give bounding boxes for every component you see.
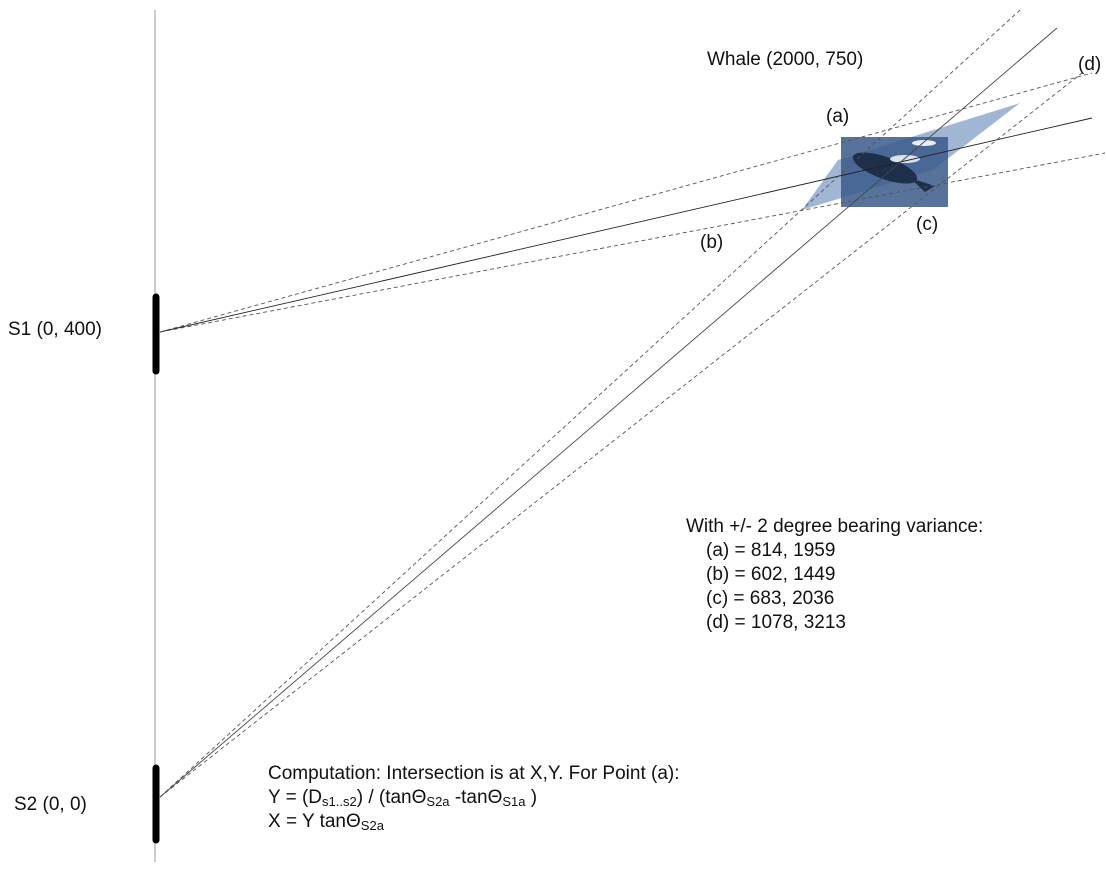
s2-bearing-lower [159, 72, 1083, 798]
formula-y-mid: ) / (tanΘ [356, 787, 427, 808]
whale-image [841, 137, 948, 207]
formula-y-mid2: -tanΘ [449, 787, 503, 808]
formula-sub-s2a: S2a [426, 794, 450, 809]
sensor-s2-label: S2 (0, 0) [14, 794, 87, 815]
s1-bearing-center [159, 117, 1093, 333]
s1-bearing-lower [159, 152, 1106, 333]
variance-block: With +/- 2 degree bearing variance: (a) … [686, 515, 983, 635]
formula-x-prefix: X = Y tanΘ [268, 811, 361, 832]
point-b-label: (b) [700, 232, 724, 253]
s2-bearing-upper [159, 9, 1021, 798]
formula-y-prefix: Y = (D [268, 787, 323, 808]
s2-bearing-center [159, 27, 1058, 798]
variance-heading: With +/- 2 degree bearing variance: [686, 516, 984, 537]
point-d-label: (d) [1078, 54, 1102, 75]
formula-y-suffix: ) [525, 787, 538, 808]
sensor-s1-label: S1 (0, 400) [8, 319, 102, 340]
variance-row-b: (b) = 602, 1449 [706, 564, 836, 585]
computation-line-1: Computation: Intersection is at X,Y. For… [268, 763, 680, 784]
point-a-label: (a) [826, 106, 850, 127]
formula-x-sub: S2a [360, 818, 384, 833]
computation-line-3: X = Y tanΘS2a [268, 810, 680, 834]
computation-block: Computation: Intersection is at X,Y. For… [268, 762, 680, 834]
computation-line-2: Y = (Ds1..s2) / (tanΘS2a -tanΘS1a ) [268, 786, 680, 810]
formula-sub-distance: s1..s2 [322, 794, 357, 809]
formula-sub-s1a: S1a [502, 794, 526, 809]
variance-row-a: (a) = 814, 1959 [706, 540, 836, 561]
variance-row-c: (c) = 683, 2036 [706, 588, 835, 609]
point-c-label: (c) [916, 214, 939, 235]
whale-label: Whale (2000, 750) [707, 49, 864, 70]
s1-bearing-upper [159, 72, 1093, 333]
variance-row-d: (d) = 1078, 3213 [706, 612, 846, 633]
